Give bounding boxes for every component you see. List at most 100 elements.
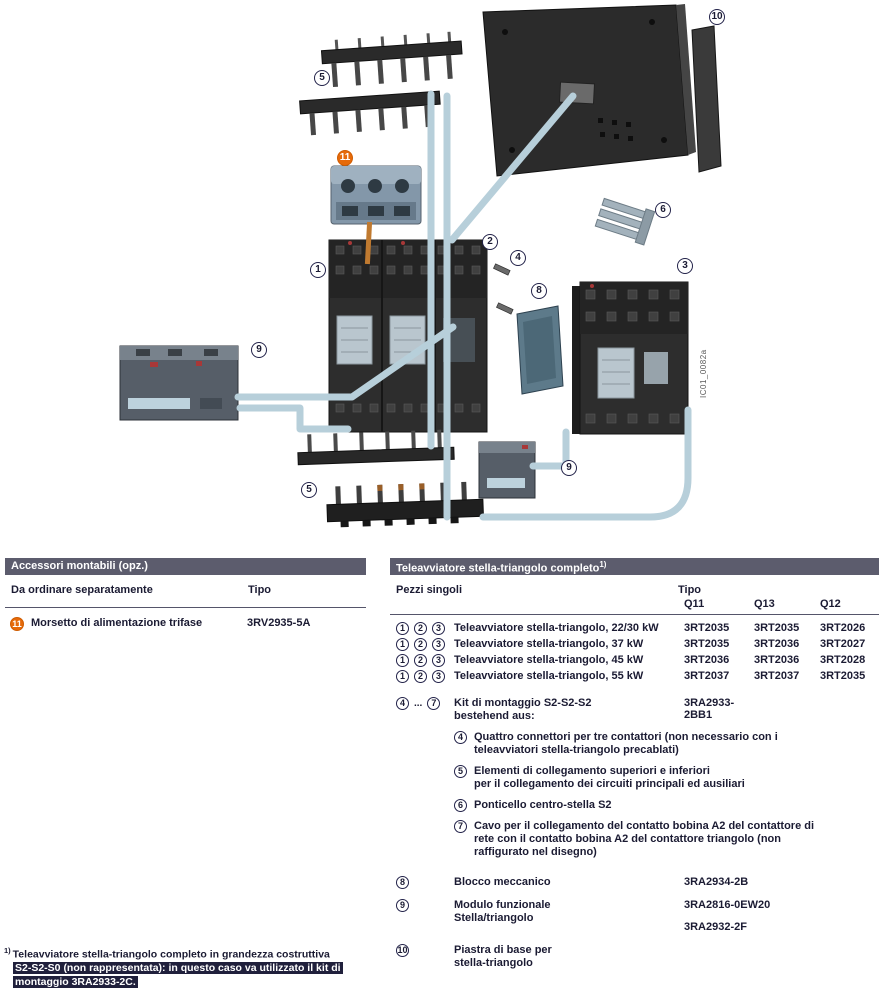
connection-cables — [234, 90, 692, 521]
callout-5-upper: 5 — [314, 70, 330, 86]
starter-table-band: Teleavviatore stella-triangolo completo1… — [390, 558, 879, 575]
busbar-comb-lower-1 — [297, 429, 455, 466]
callout-badge-8: 8 — [396, 876, 409, 889]
col-q11: Q11 — [684, 598, 705, 610]
callout-8: 8 — [531, 283, 547, 299]
feeder-terminal-block — [330, 165, 422, 225]
type-q12: 3RT2027 — [820, 638, 866, 650]
kit-item-text: per il collegamento dei circuiti princip… — [474, 778, 745, 790]
callout-badge-4: 4 — [454, 731, 467, 744]
kit-item-5: 5 Elementi di collegamento superiori e i… — [390, 765, 879, 791]
type-q11: 3RT2037 — [684, 670, 730, 682]
busbar-comb-upper-2 — [299, 90, 441, 136]
kit-item-text: Elementi di collegamento superiori e inf… — [474, 765, 710, 777]
row-label: Teleavviatore stella-triangolo, 55 kW — [454, 669, 644, 682]
col-tipo: Tipo — [248, 584, 272, 596]
starter-table-title-sup: 1) — [599, 560, 607, 569]
busbar-comb-upper-1 — [320, 31, 463, 88]
row-label: Teleavviatore stella-triangolo, 37 kW — [454, 637, 644, 650]
starter-colheader-1: Pezzi singoli Tipo — [390, 575, 879, 596]
type-q12: 3RT2026 — [820, 622, 866, 634]
star-point-bridge — [594, 197, 656, 246]
callout-11: 11 — [337, 150, 353, 166]
ellipsis: ... — [414, 698, 423, 709]
coil-pin — [364, 221, 373, 265]
col-order-separately: Da ordinare separatamente — [11, 584, 153, 596]
callout-badge-2: 2 — [414, 653, 427, 667]
busbar-comb-lower-2 — [326, 481, 484, 528]
row-label: stella-triangolo — [454, 957, 533, 969]
type-q12: 3RT2028 — [820, 654, 866, 666]
row-label: Blocco meccanico — [454, 876, 551, 888]
starter-table-title: Teleavviatore stella-triangolo completo — [396, 562, 600, 575]
callout-badge-4: 4 — [396, 697, 409, 710]
table-row-base-plate: 10 Piastra di base per stella-triangolo — [390, 944, 879, 970]
accessories-row: 11 Morsetto di alimentazione trifase 3RV… — [5, 608, 366, 631]
mounting-screws — [493, 263, 514, 315]
table-row-37kw: 1 2 3 Teleavviatore stella-triangolo, 37… — [390, 636, 879, 652]
footnote-line2: S2-S2-S0 (non rappresentata): in questo … — [13, 962, 343, 974]
table-row-22-30kw: 1 2 3 Teleavviatore stella-triangolo, 22… — [390, 620, 879, 636]
type-value: 3RA2934-2B — [684, 876, 749, 888]
callout-badge-10: 10 — [396, 944, 409, 957]
kit-item-7: 7 Cavo per il collegamento del contatto … — [390, 820, 879, 859]
accessories-colheader: Da ordinare separatamente Tipo — [5, 575, 366, 607]
function-module-lower — [478, 441, 536, 499]
type-q11: 3RA2933-2BB1 — [684, 697, 735, 721]
callout-badge-9: 9 — [396, 899, 409, 912]
callout-badge-1: 1 — [396, 621, 409, 635]
col-q12: Q12 — [820, 598, 841, 610]
diagram-artwork — [119, 4, 722, 528]
callout-9-left: 9 — [251, 342, 267, 358]
callout-badge-2: 2 — [414, 669, 427, 683]
type-q11: 3RT2035 — [684, 638, 730, 650]
accessories-table-title: Accessori montabili (opz.) — [11, 560, 148, 572]
callout-badge-1: 1 — [396, 653, 409, 667]
table-row-kit: 4 ... 7 Kit di montaggio S2-S2-S2 besteh… — [390, 697, 879, 723]
starter-table: Teleavviatore stella-triangolo completo1… — [390, 558, 879, 970]
interlock-plate — [516, 305, 564, 395]
table-row-interlock: 8 Blocco meccanico 3RA2934-2B — [390, 876, 879, 889]
callout-badge-3: 3 — [432, 653, 445, 667]
starter-rule — [390, 614, 879, 615]
footnote-line1: 1)Teleavviatore stella-triangolo complet… — [4, 946, 330, 961]
callout-badge-3: 3 — [432, 669, 445, 683]
accessories-table-band: Accessori montabili (opz.) — [5, 558, 366, 575]
accessory-type: 3RV2935-5A — [247, 617, 311, 629]
type-q13: 3RT2037 — [754, 670, 800, 682]
callout-badge-3: 3 — [432, 621, 445, 635]
row-label: Modulo funzionale — [454, 899, 551, 911]
kit-item-text: teleavviatori stella-triangolo precablat… — [474, 744, 679, 756]
type-q12: 3RT2035 — [820, 670, 866, 682]
kit-label-line1: Kit di montaggio S2-S2-S2 — [454, 697, 592, 709]
type-q11: 3RT2035 — [684, 622, 730, 634]
callout-badge-5: 5 — [454, 765, 467, 778]
contactor-right — [572, 281, 689, 435]
type-value: 3RA2932-2F — [684, 921, 747, 933]
row-label: Teleavviatore stella-triangolo, 22/30 kW — [454, 621, 659, 634]
kit-label-line2: bestehend aus: — [454, 710, 535, 722]
callout-4: 4 — [510, 250, 526, 266]
kit-item-text: raffigurato nel disegno) — [474, 846, 597, 858]
col-tipo: Tipo — [678, 584, 702, 596]
kit-item-6: 6 Ponticello centro-stella S2 — [390, 799, 879, 812]
callout-badge-2: 2 — [414, 637, 427, 651]
kit-item-4: 4 Quattro connettori per tre contattori … — [390, 731, 879, 757]
footnote-line3: montaggio 3RA2933-2C. — [13, 975, 138, 988]
type-q11: 3RT2036 — [684, 654, 730, 666]
callout-2: 2 — [482, 234, 498, 250]
callout-badge-1: 1 — [396, 669, 409, 683]
table-row-55kw: 1 2 3 Teleavviatore stella-triangolo, 55… — [390, 668, 879, 684]
base-plate — [482, 4, 722, 177]
callout-10: 10 — [709, 9, 725, 25]
accessories-table: Accessori montabili (opz.) Da ordinare s… — [5, 558, 366, 631]
callout-badge-6: 6 — [454, 799, 467, 812]
type-q13: 3RT2036 — [754, 638, 800, 650]
callout-5-lower: 5 — [301, 482, 317, 498]
kit-item-text: rete con il contatto bobina A2 del conta… — [474, 833, 781, 845]
type-q13: 3RT2036 — [754, 654, 800, 666]
callout-badge-11: 11 — [10, 617, 24, 631]
table-row-function-module: 9 Modulo funzionale Stella/triangolo 3RA… — [390, 899, 879, 934]
starter-rows: 1 2 3 Teleavviatore stella-triangolo, 22… — [390, 615, 879, 970]
callout-badge-1: 1 — [396, 637, 409, 651]
